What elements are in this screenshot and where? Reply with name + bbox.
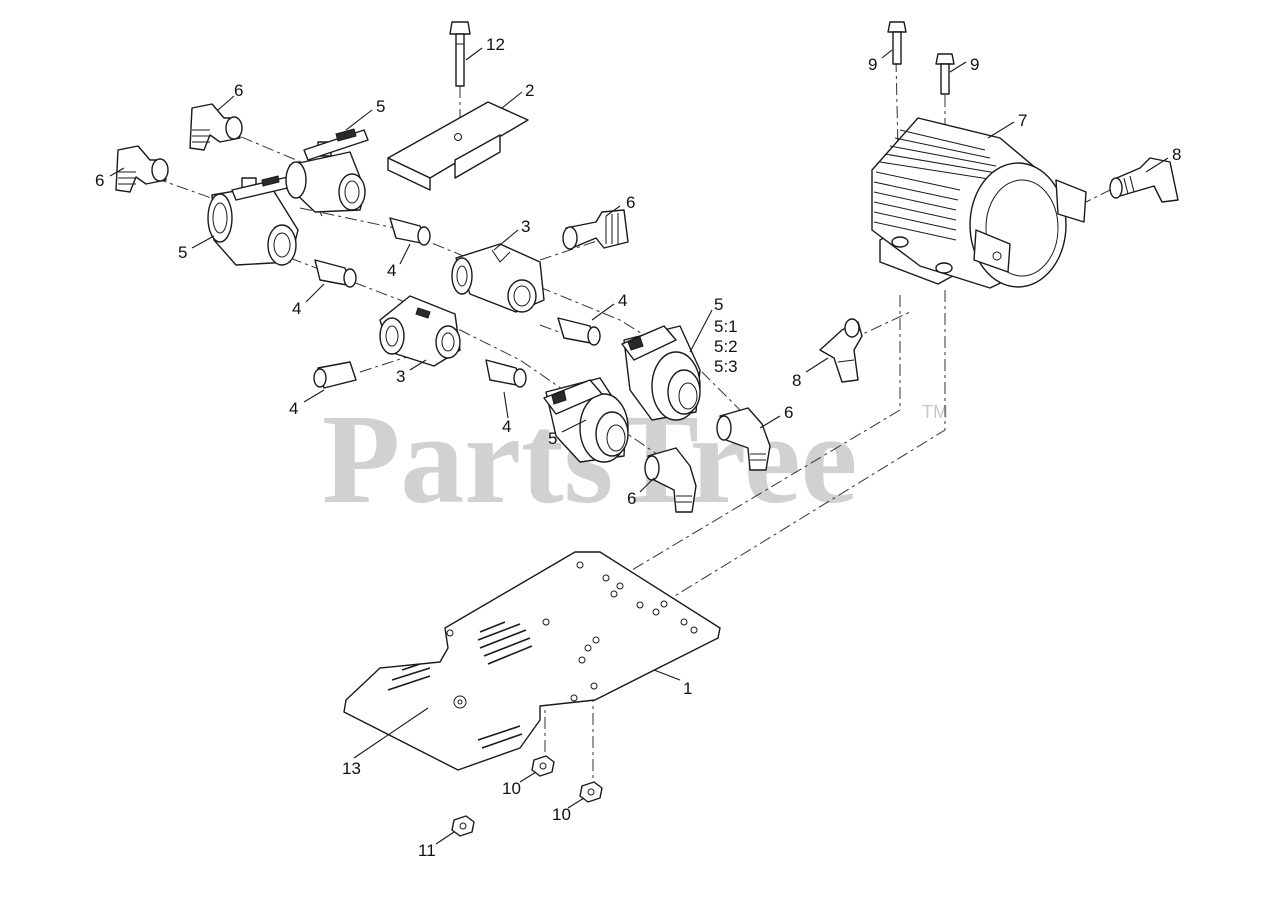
callout-11: 11 — [418, 841, 436, 860]
callout-5-2: 5:2 — [714, 337, 738, 356]
callout-4-c: 4 — [618, 291, 627, 310]
callout-6-top: 6 — [234, 81, 243, 100]
plate-holes — [446, 561, 698, 709]
mounting-plate-1 — [343, 551, 721, 771]
elbow-6-right — [716, 407, 771, 471]
elbow-6-bottom — [644, 447, 697, 513]
callout-1: 1 — [683, 679, 692, 698]
callout-labels: 12 2 6 5 6 5 6 3 4 4 4 5 5:1 5:2 5:3 3 4… — [95, 35, 1181, 860]
ball-valve-5-left — [207, 175, 299, 266]
bolt-9-right — [935, 53, 955, 95]
nipple-4-d — [313, 361, 357, 389]
callout-6-bottom: 6 — [627, 489, 636, 508]
elbow-6-left — [115, 145, 169, 193]
callout-5-1: 5:1 — [714, 317, 738, 336]
callout-4-d: 4 — [289, 399, 298, 418]
nut-10-left — [531, 755, 555, 777]
ball-valve-5-upper — [285, 128, 369, 217]
callout-7: 7 — [1018, 111, 1027, 130]
leader-lines — [109, 47, 1169, 845]
callout-13: 13 — [342, 759, 361, 778]
callout-4-a: 4 — [387, 261, 396, 280]
callout-2: 2 — [525, 81, 534, 100]
callout-4-e: 4 — [502, 417, 511, 436]
bolt-9-left — [887, 21, 907, 65]
callout-5-right: 5 — [714, 295, 723, 314]
watermark-trademark: TM — [922, 402, 948, 422]
callout-3-upper: 3 — [521, 217, 530, 236]
elbow-6-top — [189, 103, 243, 151]
callout-6-right: 6 — [784, 403, 793, 422]
elbow-8-right — [1109, 157, 1179, 203]
callout-6-left: 6 — [95, 171, 104, 190]
callout-12: 12 — [486, 35, 505, 54]
callout-5-bottom: 5 — [548, 429, 557, 448]
elbow-6-middle — [562, 209, 629, 250]
bracket-2 — [387, 101, 529, 191]
callout-10-right: 10 — [552, 805, 571, 824]
nut-11 — [451, 815, 475, 837]
callout-10-left: 10 — [502, 779, 521, 798]
callout-8-right: 8 — [1172, 145, 1181, 164]
nipple-4-c — [557, 317, 601, 346]
callout-6-middle: 6 — [626, 193, 635, 212]
tee-3-upper — [451, 243, 545, 313]
callout-5-3: 5:3 — [714, 357, 738, 376]
callout-4-b: 4 — [292, 299, 301, 318]
nipple-4-b — [314, 259, 357, 288]
callout-9-left: 9 — [868, 55, 877, 74]
nut-10-right — [579, 781, 603, 803]
callout-3-lower: 3 — [396, 367, 405, 386]
callout-5-top: 5 — [376, 97, 385, 116]
watermark: PartsTree TM — [322, 388, 948, 530]
nipple-4-a — [389, 217, 431, 246]
pump-motor-7 — [871, 117, 1087, 289]
tee-3-lower — [379, 295, 461, 367]
cooling-fins — [873, 129, 1009, 241]
callout-8-left: 8 — [792, 371, 801, 390]
ball-valve-5-union-upper — [621, 325, 701, 421]
callout-5-left: 5 — [178, 243, 187, 262]
warning-decal — [387, 621, 533, 749]
bolt-12 — [449, 21, 471, 87]
elbow-8-left — [819, 318, 863, 383]
nipple-4-e — [485, 359, 527, 388]
callout-9-right: 9 — [970, 55, 979, 74]
